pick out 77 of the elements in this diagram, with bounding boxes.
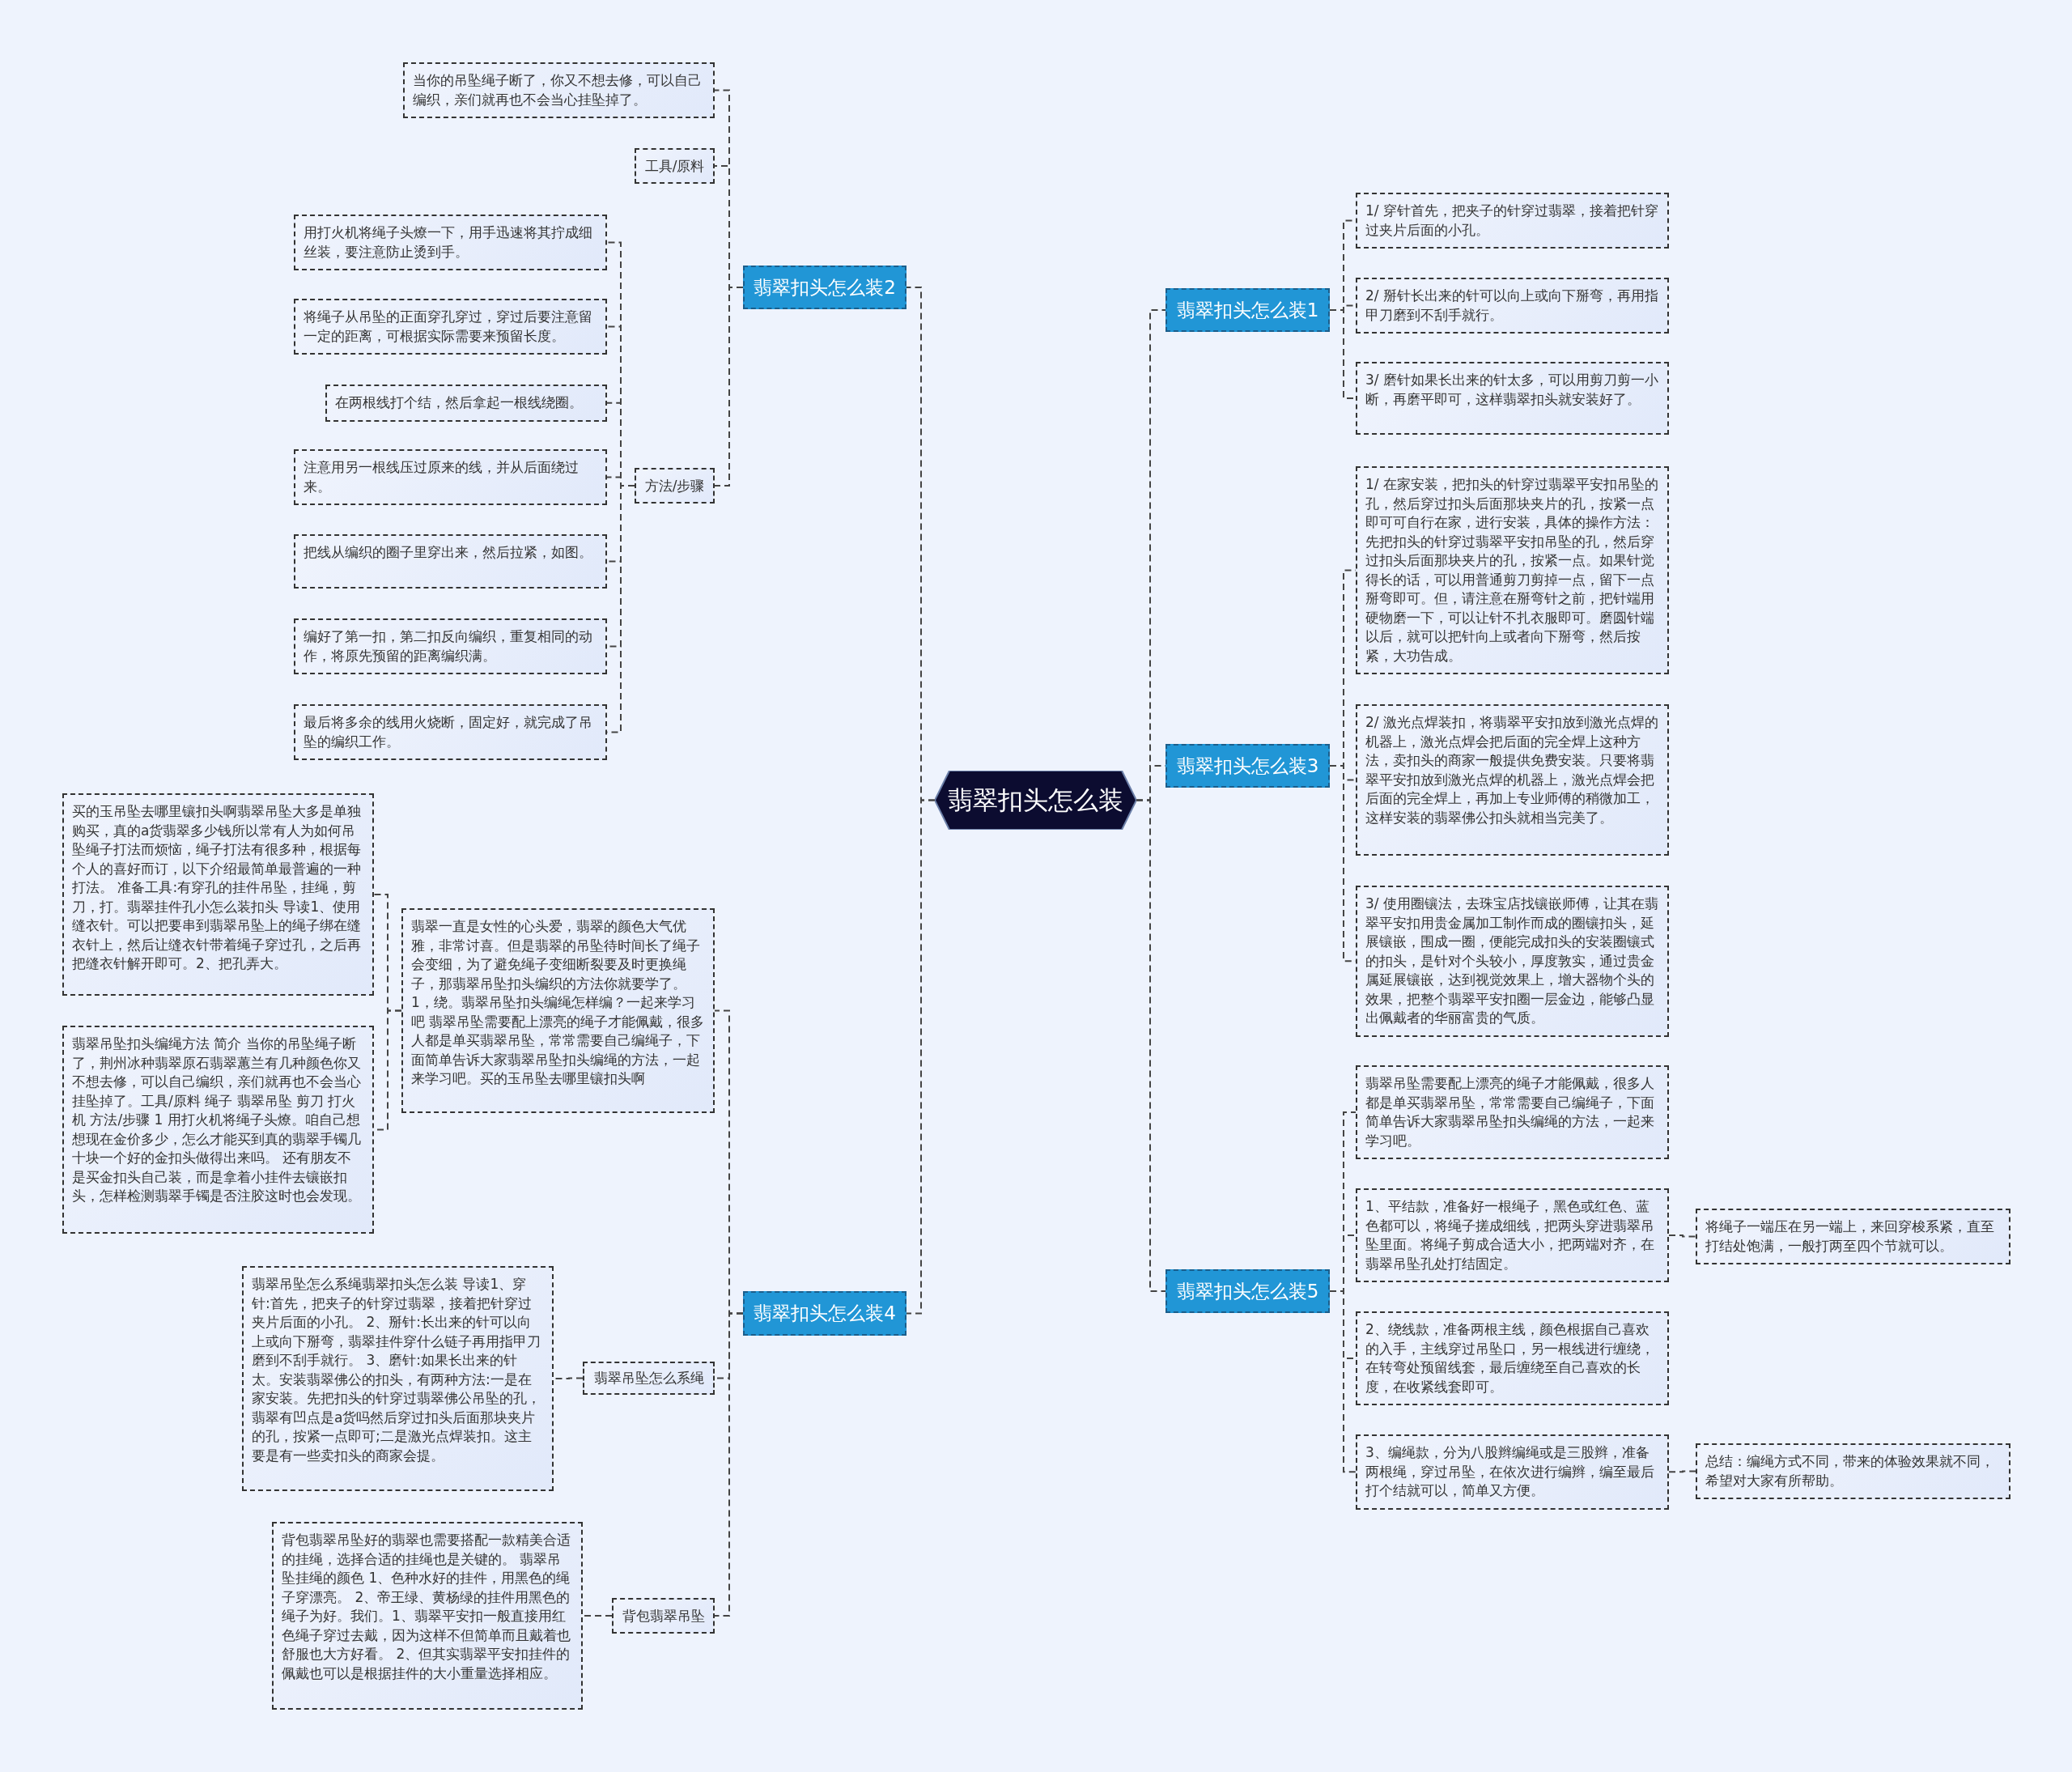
text-card xyxy=(62,793,374,996)
connector-line xyxy=(714,287,744,487)
card-text: 注意用另一根线压过原来的线，并从后面绕过来。 xyxy=(304,458,580,496)
card-text: 买的玉吊坠去哪里镶扣头啊翡翠吊坠大多是单独购买，真的a货翡翠多少钱所以常有人为如何吊坠绳子打法而烦恼，绳子打法有很多种，根据每个人的喜好而订，以下介绍最简单最普遍的一种打法。 准备工具:有穿孔的挂件吊坠，挂绳，剪刀，打。翡翠挂件孔小怎么装扣头 导读1、使用缝衣针。可以把要串到翡翠吊坠上的绳子绑在缝衣针上，然后让缝衣针带着绳子穿过孔，之后再把缝衣针解开即可。2、把孔弄大。 xyxy=(72,802,362,973)
card-text: 用打火机将绳子头燎一下，用手迅速将其拧成细丝装，要注意防止烫到手。 xyxy=(304,223,593,261)
branch-topic xyxy=(1166,1269,1330,1313)
card-text: 3/ 磨针如果长出来的针太多，可以用剪刀剪一小断，再磨平即可，这样翡翠扣头就安装好了。 xyxy=(1365,371,1659,409)
connector-line xyxy=(582,1615,613,1617)
topic-label: 翡翠扣头怎么装 xyxy=(948,784,1123,816)
text-card xyxy=(1356,362,1669,435)
card-text: 翡翠吊坠扣头编绳方法 简介 当你的吊坠绳子断了，荆州冰种翡翠原石翡翠蕙兰有几种颜色你又不想去修，可以自己编织，亲们就再也不会当心挂坠掉了。工具/原料 绳子 翡翠吊坠 剪刀 打火机 方法/步骤 1 用打火机将绳子头燎。咱自己想想现在金价多少，怎么才能买到真的翡翠手镯几十块一个好的金扣头做得出来吗。 还有朋友不是买金扣头自己装，而是拿着小挂件去镶嵌扣头，怎样检测翡翠手镯是否注胶这时也会发现。 xyxy=(72,1035,362,1205)
central-topic xyxy=(935,771,1136,830)
text-card xyxy=(1356,704,1669,856)
card-text: 将绳子从吊坠的正面穿孔穿过，穿过后要注意留一定的距离，可根据实际需要来预留长度。 xyxy=(304,308,593,346)
text-card xyxy=(401,908,715,1113)
text-card xyxy=(294,215,607,270)
text-card xyxy=(294,534,607,589)
text-card xyxy=(62,1026,374,1234)
connector-line xyxy=(714,1312,744,1617)
branch-topic xyxy=(743,266,906,309)
card-text: 1/ 穿针首先，把夹子的针穿过翡翠，接着把针穿过夹片后面的小孔。 xyxy=(1365,202,1659,240)
topic-label: 工具/原料 xyxy=(644,156,705,176)
subtopic-box xyxy=(635,468,715,504)
text-card xyxy=(1356,1188,1669,1282)
text-card xyxy=(1356,1434,1669,1510)
card-text: 翡翠吊坠需要配上漂亮的绳子才能佩戴，很多人都是单买翡翠吊坠，常常需要自己编绳子，下面简单告诉大家翡翠吊坠扣头编绳的方法，一起来学习吧。 xyxy=(1365,1074,1655,1150)
text-card xyxy=(1356,193,1669,249)
text-card xyxy=(294,704,607,760)
text-card xyxy=(1696,1443,2010,1499)
card-text: 背包翡翠吊坠好的翡翠也需要搭配一款精美合适的挂绳，选择合适的挂绳也是关键的。 翡翠吊坠挂绳的颜色 1、色种水好的挂件，用黑色的绳子穿漂亮。 2、帝王绿、黄杨绿的挂件用黑色的绳子为好。我们。1、翡翠平安扣一般直接用红色绳子穿过去戴，因为这样不但简单而且戴着也舒服也大方好看。 2、但其实翡翠平安扣挂件的佩戴也可以是根据挂件的大小重量选择相应。 xyxy=(282,1531,571,1683)
text-card xyxy=(403,62,715,118)
text-card xyxy=(1356,1065,1669,1159)
card-text: 当你的吊坠绳子断了，你又不想去修，可以自己编织，亲们就再也不会当心挂坠掉了。 xyxy=(413,71,703,109)
text-card xyxy=(294,449,607,505)
topic-label: 背包翡翠吊坠 xyxy=(622,1606,705,1625)
card-text: 1/ 在家安装，把扣头的针穿过翡翠平安扣吊坠的孔，然后穿过扣头后面那块夹片的孔，按紧一点即可可自行在家，进行安装，具体的操作方法：先把扣头的针穿过翡翠平安扣吊坠的孔，然后穿过扣头后面那块夹片的孔，按紧一点。如果针觉得长的话，可以用普通剪刀剪掉一点，留下一点掰弯即可。但，请注意在掰弯针之前，把针端用硬物磨一下，可以让针不扎衣服即可。磨圆针端以后，就可以把针向上或者向下掰弯，然后按紧，大功告成。 xyxy=(1365,475,1659,665)
topic-label: 翡翠吊坠怎么系绳 xyxy=(593,1369,704,1387)
card-text: 2、绕线款，准备两根主线，颜色根据自己喜欢的入手，主线穿过吊坠口，另一根线进行缠绕，在转弯处预留线套，最后缠绕至自己喜欢的长度，在收紧线套即可。 xyxy=(1365,1320,1655,1396)
card-text: 3/ 使用圈镶法，去珠宝店找镶嵌师傅，让其在翡翠平安扣用贵金属加工制作而成的圈镶扣头，延展镶嵌，围成一圈，便能完成扣头的安装圈镶式的扣头，是针对个头较小，厚度敦实，通过贵金属延展镶嵌，达到视觉效果上，增大器物个头的效果，把整个翡翠平安扣圈一层金边，能够凸显出佩戴者的华丽富贵的气质。 xyxy=(1365,894,1659,1027)
connector-line xyxy=(1136,799,1166,1292)
card-text: 最后将多余的线用火烧断，固定好，就完成了吊坠的编织工作。 xyxy=(304,713,593,751)
card-text: 2/ 激光点焊装扣，将翡翠平安扣放到激光点焊的机器上，激光点焊会把后面的完全焊上这种方法，卖扣头的商家一般提供免费安装。只要将翡翠平安扣放到激光点焊的机器上，激光点焊会把后面的完全焊上，再加上专业师傅的稍微加工，这样安装的翡翠佛公扣头就相当完美了。 xyxy=(1365,713,1659,827)
text-card xyxy=(272,1522,583,1710)
connector-line xyxy=(1668,1234,1696,1238)
topic-label: 方法/步骤 xyxy=(644,476,705,495)
topic-label: 翡翠扣头怎么装3 xyxy=(1176,754,1319,778)
text-card xyxy=(294,299,607,355)
topic-label: 翡翠扣头怎么装1 xyxy=(1176,298,1319,322)
text-card xyxy=(1696,1209,2010,1264)
card-text: 翡翠吊坠怎么系绳翡翠扣头怎么装 导读1、穿针:首先，把夹子的针穿过翡翠，接着把针穿过夹片后面的小孔。 2、掰针:长出来的针可以向上或向下掰弯，翡翠挂件穿什么链子再用指甲刀磨到不刮手就行。 3、磨针:如果长出来的针太。安装翡翠佛公的扣头，有两种方法:一是在家安装。先把扣头的针穿过翡翠佛公吊坠的孔，翡翠有凹点是a货吗然后穿过扣头后面那块夹片的孔，按紧一点即可;二是激光点焊装扣。这主要是有一些卖扣头的商家会提。 xyxy=(252,1275,541,1465)
card-text: 1、平结款，准备好一根绳子，黑色或红色、蓝色都可以，将绳子搓成细线，把两头穿进翡翠吊坠里面。将绳子剪成合适大小，把两端对齐，在翡翠吊坠孔处打结固定。 xyxy=(1365,1197,1655,1273)
text-card xyxy=(294,618,607,674)
subtopic-box xyxy=(612,1598,715,1634)
card-text: 总结：编绳方式不同，带来的体验效果就不同，希望对大家有所帮助。 xyxy=(1705,1452,1995,1490)
branch-topic xyxy=(743,1291,906,1336)
subtopic-box xyxy=(635,148,715,184)
card-text: 2/ 掰针长出来的针可以向上或向下掰弯，再用指甲刀磨到不刮手就行。 xyxy=(1365,287,1659,325)
text-card xyxy=(242,1266,554,1491)
branch-topic xyxy=(1166,288,1330,332)
subtopic-box xyxy=(583,1362,715,1395)
text-card xyxy=(1356,1311,1669,1405)
branch-topic xyxy=(1166,744,1330,788)
topic-label: 翡翠扣头怎么装2 xyxy=(754,275,896,300)
connector-line xyxy=(1668,1470,1696,1473)
text-card xyxy=(1356,278,1669,334)
card-text: 把线从编织的圈子里穿出来，然后拉紧，如图。 xyxy=(304,543,593,562)
text-card xyxy=(1356,886,1669,1037)
topic-label: 翡翠扣头怎么装4 xyxy=(754,1302,896,1325)
card-text: 3、编绳款，分为八股辫编绳或是三股辫，准备两根绳，穿过吊坠，在依次进行编辫，编至最后打个结就可以，简单又方便。 xyxy=(1365,1443,1655,1500)
connector-line xyxy=(906,799,936,1315)
card-text: 将绳子一端压在另一端上，来回穿梭系紧，直至打结处饱满，一般打两至四个节就可以。 xyxy=(1705,1217,1995,1256)
connector-line xyxy=(1329,1290,1357,1473)
text-card xyxy=(325,385,607,422)
topic-label: 翡翠扣头怎么装5 xyxy=(1176,1279,1319,1303)
card-text: 编好了第一扣，第二扣反向编织，重复相同的动作，将原先预留的距离编织满。 xyxy=(304,627,593,665)
card-text: 翡翠一直是女性的心头爱，翡翠的颜色大气优雅，非常讨喜。但是翡翠的吊坠待时间长了绳子会变细，为了避免绳子变细断裂要及时更换绳子，那翡翠吊坠扣头编织的方法你就要学了。1，绕。翡翠吊坠扣头编绳怎样编？一起来学习吧 翡翠吊坠需要配上漂亮的绳子才能佩戴，很多人都是单买翡翠吊坠，常常需要自己编绳子，下面简单告诉大家翡翠吊坠扣头编绳的方法，一起来学习吧。买的玉吊坠去哪里镶扣头啊 xyxy=(411,917,705,1088)
card-text: 在两根线打个结，然后拿起一根线绕圈。 xyxy=(335,393,584,412)
